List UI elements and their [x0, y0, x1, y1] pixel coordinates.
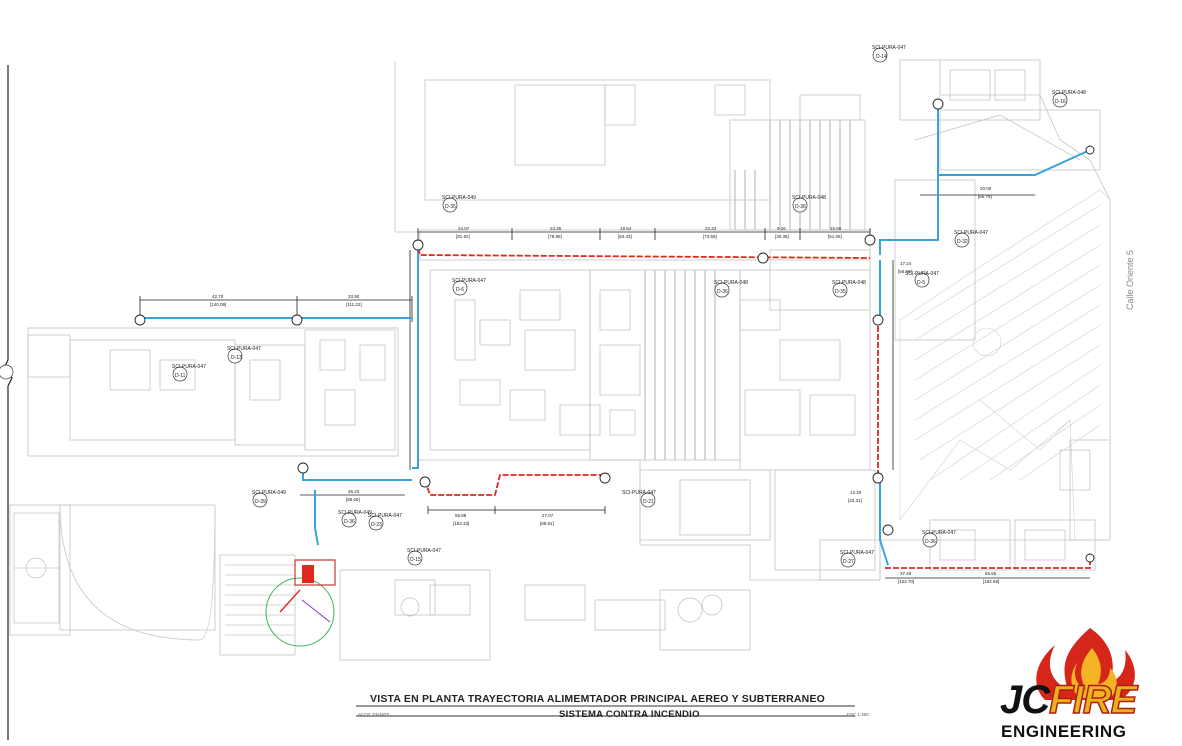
dimension-value: 20.05 [980, 186, 992, 191]
dimension-value: 42.70 [212, 294, 224, 299]
dimension-sub: [111.22] [346, 302, 362, 307]
drawing-title: VISTA EN PLANTA TRAYECTORIA ALIMEMTADOR … [370, 693, 826, 705]
dimension-sub: [88.81] [540, 521, 554, 526]
callout-detail: D-21 [643, 499, 654, 505]
production-lines [644, 120, 851, 460]
callout-detail: D-36 [344, 519, 355, 525]
logo-wordmark: JCFIRE [1000, 678, 1138, 722]
callout-markers [0, 47, 1068, 568]
callout-code: SCI-PURA-047 [872, 45, 906, 51]
callout-code: SCI-PURA-047 [905, 271, 939, 277]
callout-code: SCI-PURA-048 [714, 280, 748, 286]
dimension-value: 33.90 [348, 294, 360, 299]
road-label: Calle Oriente 5 [1125, 249, 1135, 310]
callout-code: SCI-PURA-047 [172, 364, 206, 370]
callout-code: SCI-PURA-047 [622, 490, 656, 496]
dimension-sub: [182.58] [983, 579, 999, 584]
dimension-sub: [64.43] [618, 234, 632, 239]
valve-nodes [134, 98, 1095, 563]
callout-code: SCI-PURA-047 [368, 513, 402, 519]
roof-hatch [899, 189, 1111, 541]
dimension-sub: [140.09] [210, 302, 226, 307]
dimension-sub: [30.38] [775, 234, 789, 239]
scale-note: ESC 1:400 [847, 712, 869, 717]
title-block: VISTA EN PLANTA TRAYECTORIA ALIMEMTADOR … [352, 690, 869, 720]
title-block-frame [356, 705, 855, 717]
dimension-value: 24.97 [458, 226, 470, 231]
dimension-value: 15.56 [830, 226, 842, 231]
units-note: ACOT. EN MTS [358, 712, 390, 717]
callout-code: SCI-PURA-047 [954, 230, 988, 236]
callout-code: SCI-PURA-047 [840, 550, 874, 556]
dimension-value: 55.65 [985, 571, 997, 576]
dimension-value: 19.64 [620, 226, 632, 231]
flame-icon [1036, 628, 1135, 700]
parking-stripes [225, 564, 295, 636]
callout-detail: D-36 [717, 289, 728, 295]
company-logo: JCFIRE ENGINEERING [995, 628, 1175, 743]
callout-detail: D-14 [876, 54, 887, 60]
callout-code: SCI-PURA-047 [227, 346, 261, 352]
dimension-sub: [56.56] [898, 269, 912, 274]
callout-detail: D-36 [925, 539, 936, 545]
dimension-lines [139, 194, 1090, 579]
dimension-value: 26.23 [348, 489, 360, 494]
equipment [109, 69, 1091, 623]
callout-detail: D-23 [371, 522, 382, 528]
logo-jc: JC [1000, 678, 1050, 722]
drawing-subtitle: SISTEMA CONTRA INCENDIO [559, 709, 700, 720]
dimension-sub: [122.70] [898, 579, 914, 584]
dimension-sub: [183.33] [453, 521, 469, 526]
callout-code: SCI-PURA-048 [792, 195, 826, 201]
callout-code: SCI-PURA-049 [252, 490, 286, 496]
callout-detail: D-36 [795, 204, 806, 210]
callout-code: SCI-PURA-049 [338, 510, 372, 516]
dimension-sub: [79.89] [548, 234, 562, 239]
sports-court [13, 504, 216, 641]
callout-detail: D-13 [231, 355, 242, 361]
dimension-value: 24.35 [550, 226, 562, 231]
dimension-sub: [73.59] [703, 234, 717, 239]
callout-code: SCI-PURA-049 [442, 195, 476, 201]
dimension-sub: [81.92] [456, 234, 470, 239]
logo-fire: FIRE [1048, 678, 1138, 722]
callout-detail: D-35 [835, 289, 846, 295]
callout-code: SCI-PURA-047 [407, 548, 441, 554]
dimension-value: 37.40 [900, 571, 912, 576]
callout-detail: D-39 [255, 499, 266, 505]
logo-subtitle: ENGINEERING [1001, 722, 1127, 741]
callout-detail: D-5 [917, 280, 925, 286]
callout-detail: D-32 [957, 239, 968, 245]
callout-detail: D-16 [1055, 99, 1066, 105]
underground-pipe-route [140, 105, 1091, 566]
callout-code: SCI-PURA-047 [922, 530, 956, 536]
callout-detail: D-35 [445, 204, 456, 210]
dimension-value: 17.24 [900, 261, 912, 266]
dimension-value: 13.20 [850, 490, 862, 495]
dimension-value: 27.07 [542, 513, 554, 518]
dimension-sub: [86.06] [346, 497, 360, 502]
dimension-value: 9.26 [777, 226, 786, 231]
callout-detail: D-27 [843, 559, 854, 565]
dimension-sub: [65.78] [978, 194, 992, 199]
dimension-sub: [43.31] [848, 498, 862, 503]
callout-detail: D-11 [175, 373, 186, 379]
callout-detail: D-15 [410, 557, 421, 563]
dimension-sub: [51.05] [828, 234, 842, 239]
break-line [3, 65, 13, 740]
callout-code: SCI-PURA-048 [832, 280, 866, 286]
callout-code: SCI-PURA-048 [1052, 90, 1086, 96]
callout-detail: D-6 [456, 287, 464, 293]
dimension-value: 55.88 [455, 513, 467, 518]
water-tank [265, 559, 336, 647]
dimension-value: 22.43 [705, 226, 717, 231]
callout-code: SCI-PURA-047 [452, 278, 486, 284]
